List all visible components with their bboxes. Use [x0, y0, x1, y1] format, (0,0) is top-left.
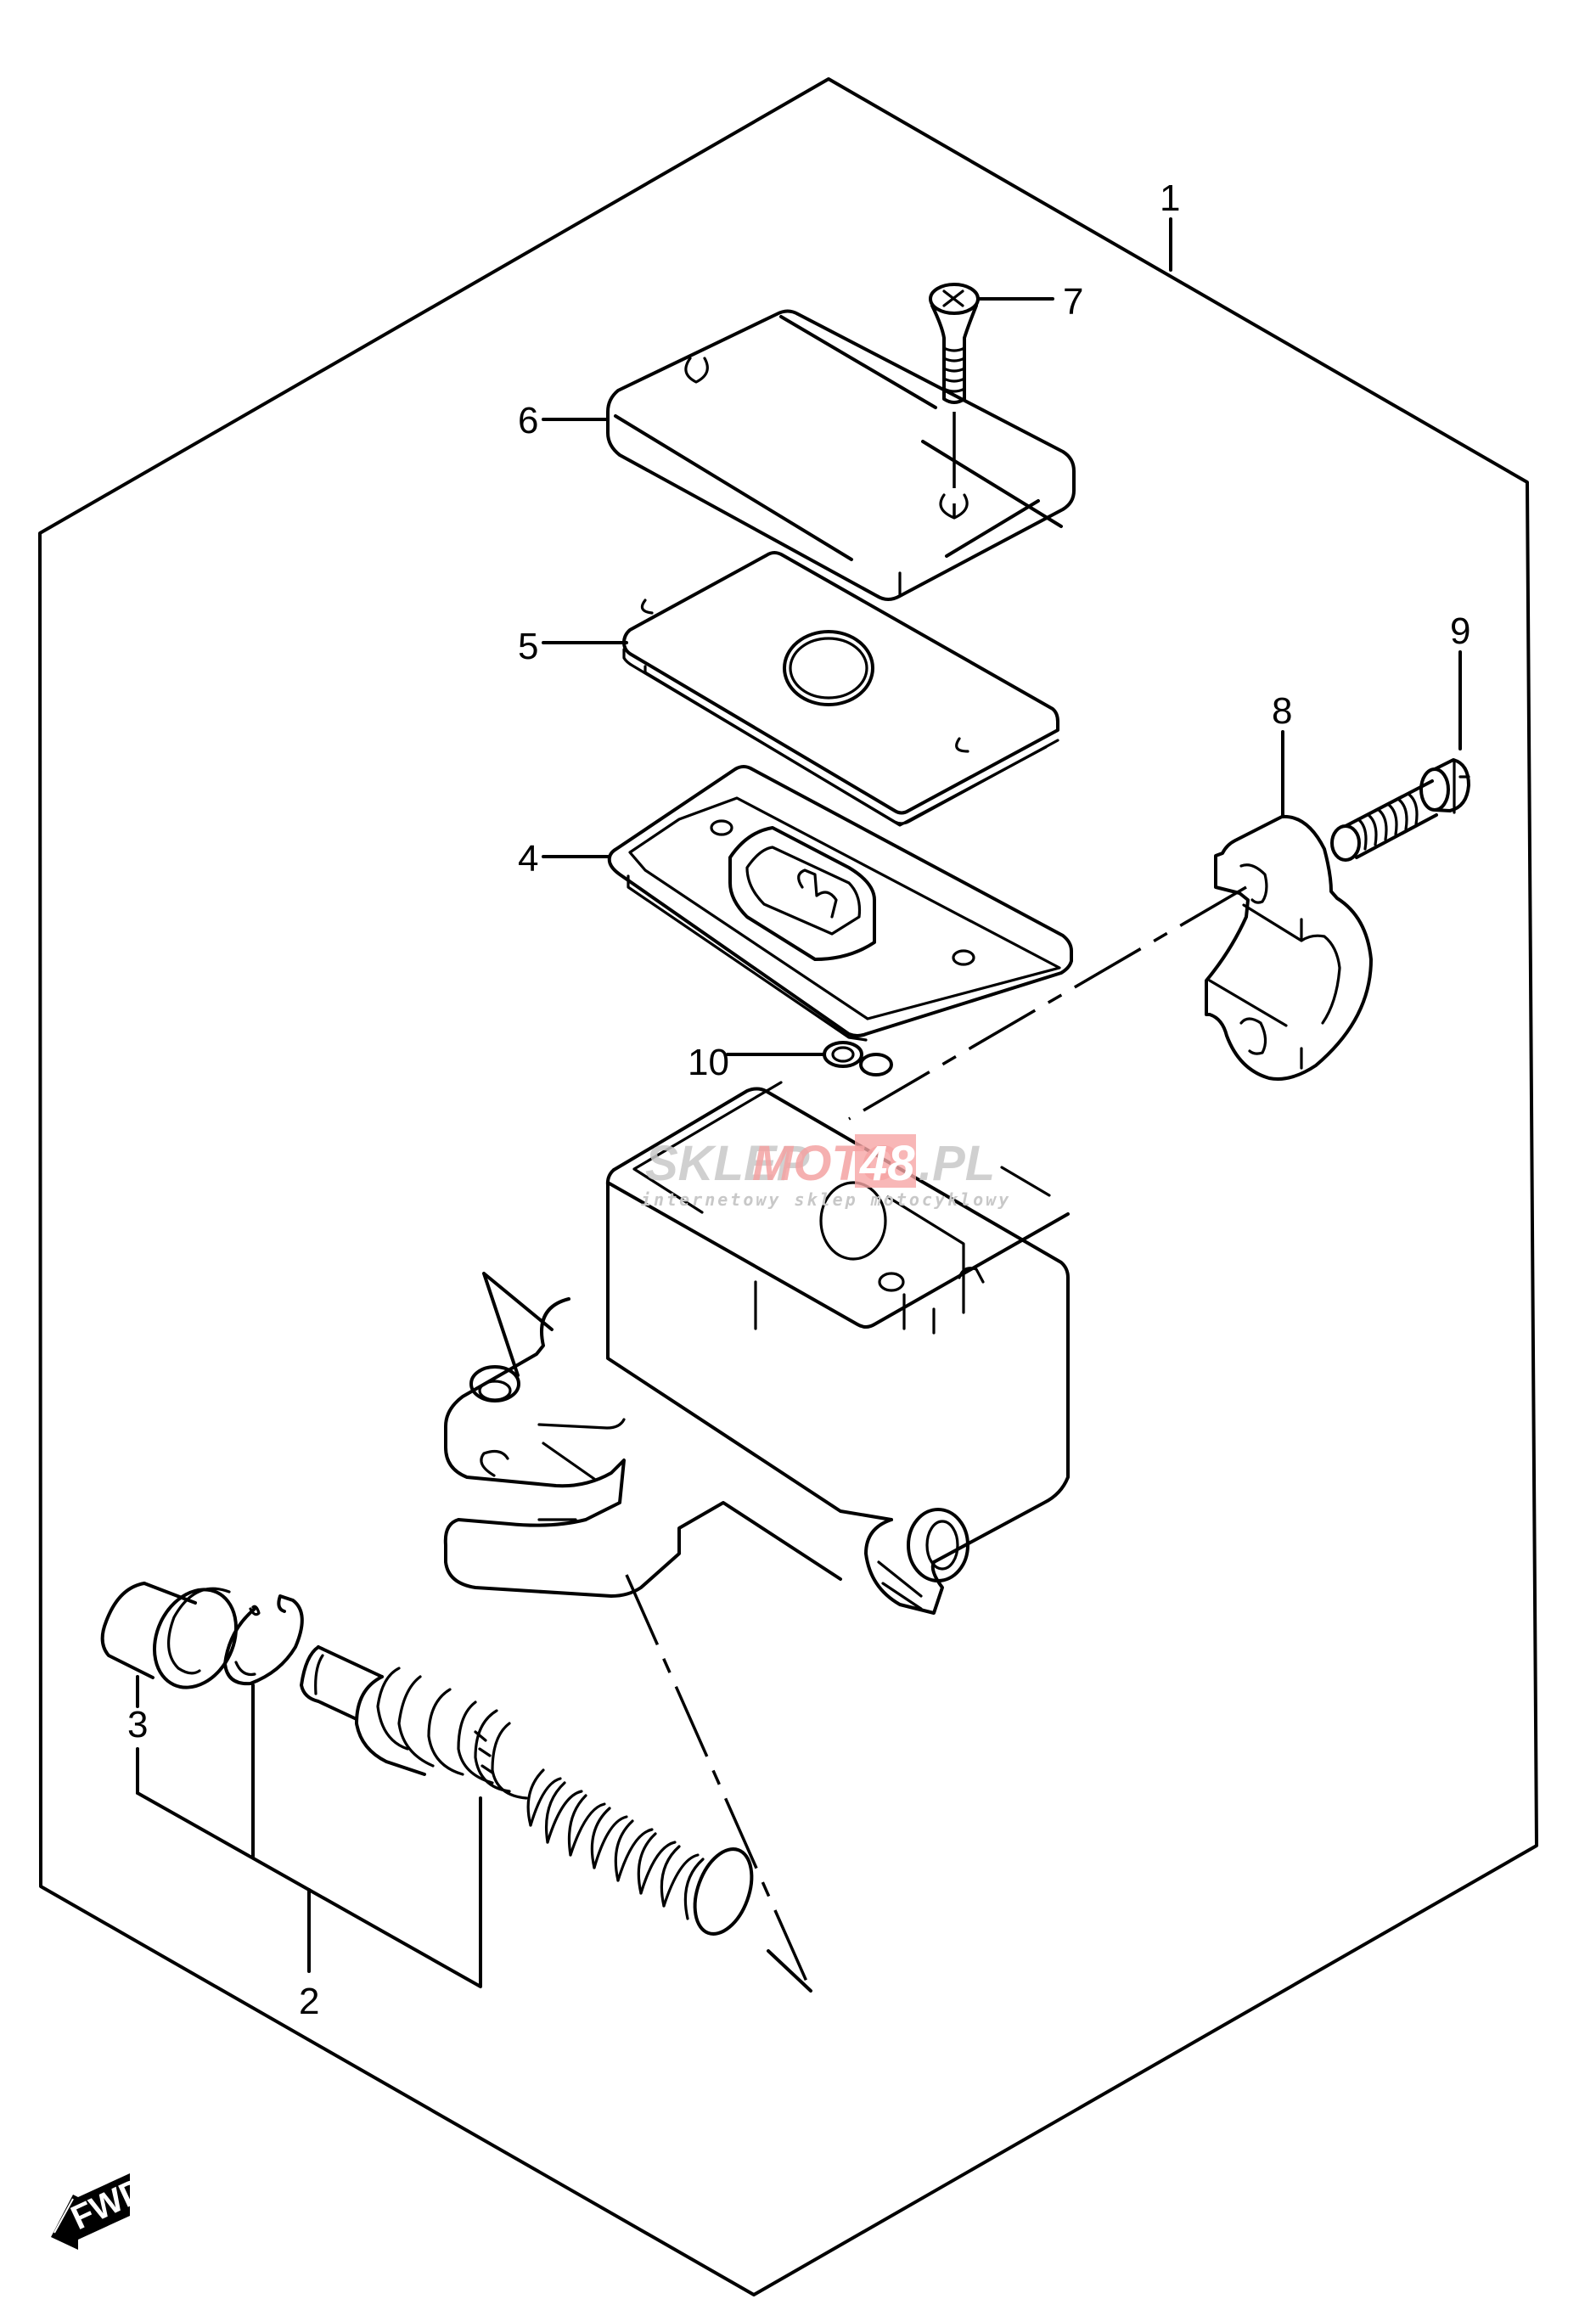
part-8-holder[interactable] — [1205, 814, 1373, 1081]
callout-label-5: 5 — [518, 626, 538, 667]
callout-label-1: 1 — [1160, 177, 1180, 219]
callout-4[interactable]: 4 — [518, 838, 610, 880]
part-1-cylinder-body[interactable] — [443, 1081, 1070, 1993]
callout-label-10: 10 — [688, 1042, 729, 1083]
callout-9[interactable]: 9 — [1450, 610, 1470, 750]
assembly-boundary-hexagon — [38, 77, 1538, 2296]
callout-5[interactable]: 5 — [518, 626, 628, 667]
part-2-piston[interactable] — [300, 1645, 762, 1942]
part-circlip[interactable] — [223, 1594, 304, 1686]
callout-label-6: 6 — [518, 400, 538, 441]
part-3-boot[interactable] — [100, 1577, 251, 1701]
watermark-tagline: internetowy sklep motocyklowy — [641, 1189, 1011, 1210]
part-5-diaphragm-plate[interactable] — [622, 551, 1059, 827]
part-9-bolt[interactable] — [1330, 758, 1470, 862]
callout-label-8: 8 — [1272, 690, 1292, 732]
callout-label-9: 9 — [1450, 610, 1470, 652]
callout-label-4: 4 — [518, 838, 538, 880]
watermark-brand-part-3: 48 — [859, 1136, 915, 1191]
part-6-reservoir-cap[interactable] — [606, 309, 1076, 601]
callout-label-7: 7 — [1063, 281, 1083, 323]
holder-axis-line — [848, 885, 1247, 1121]
callout-7[interactable]: 7 — [976, 281, 1083, 323]
callout-6[interactable]: 6 — [518, 400, 608, 441]
callout-label-3: 3 — [127, 1704, 148, 1745]
callout-1[interactable]: 1 — [1160, 177, 1180, 272]
callout-2[interactable]: 2 — [136, 1683, 482, 2022]
fwd-arrow-icon: FWD — [51, 2171, 151, 2250]
callout-10[interactable]: 10 — [688, 1042, 825, 1083]
callout-label-2: 2 — [299, 1981, 319, 2022]
watermark: SKLEP MOTO 48 .PL internetowy sklep moto… — [641, 1134, 1011, 1210]
callout-8[interactable]: 8 — [1272, 690, 1292, 818]
callout-3[interactable]: 3 — [127, 1675, 148, 1795]
fwd-label: FWD — [65, 2171, 151, 2237]
watermark-number-box — [855, 1134, 916, 1188]
part-4-diaphragm[interactable] — [607, 765, 1073, 1042]
part-10-ring[interactable] — [823, 1041, 893, 1076]
watermark-brand-part-1: SKLEP — [645, 1136, 810, 1191]
watermark-brand-part-4: .PL — [919, 1136, 995, 1191]
